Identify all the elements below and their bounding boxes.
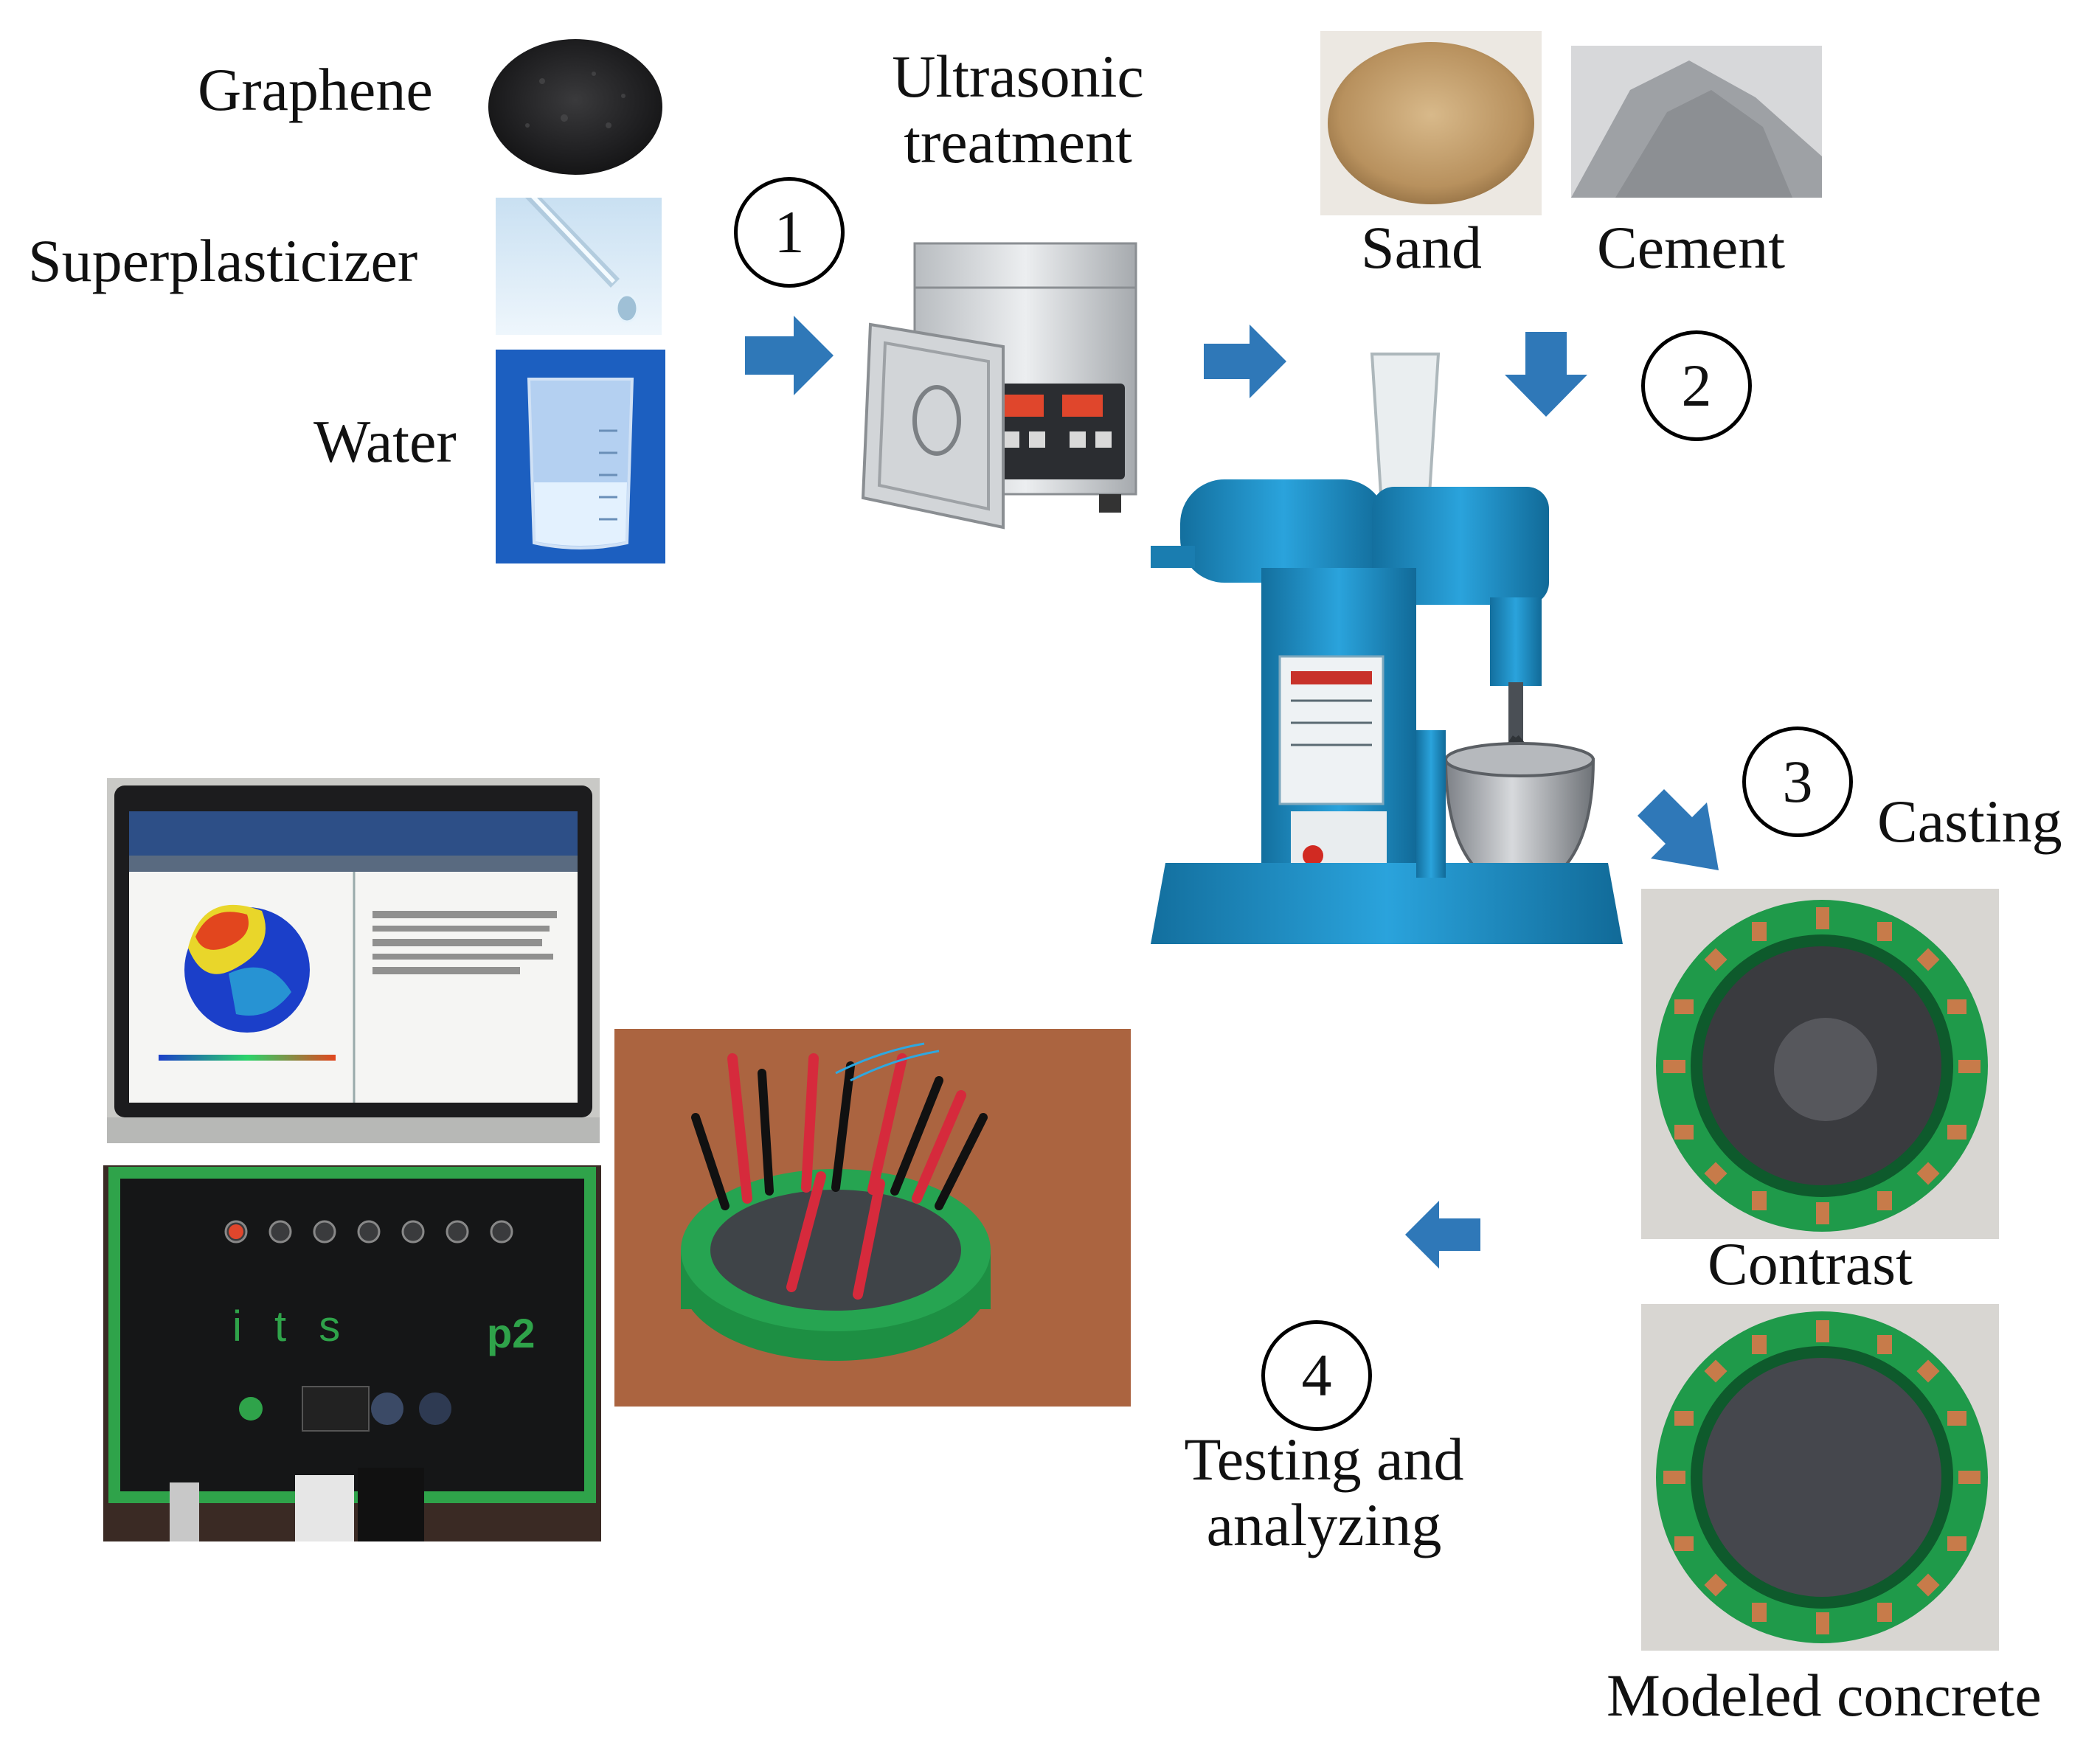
step-1-marker: 1 bbox=[734, 177, 845, 288]
step-4-label: Testing and analyzing bbox=[1147, 1426, 1501, 1558]
arrow-to-casting-icon bbox=[1638, 789, 1719, 870]
superplasticizer-photo bbox=[496, 198, 662, 335]
mortar-mixer-photo bbox=[1151, 347, 1623, 944]
graphene-label: Graphene bbox=[198, 56, 433, 123]
arrow-to-mixer-icon bbox=[1204, 325, 1286, 398]
step-4-number: 4 bbox=[1301, 1342, 1332, 1409]
laptop-tomography-photo bbox=[107, 778, 600, 1143]
superplasticizer-label: Superplasticizer bbox=[28, 227, 418, 294]
step-1-label-line2: treatment bbox=[904, 108, 1132, 176]
contrast-sample-photo bbox=[1641, 889, 1999, 1239]
p2-device-label: p2 bbox=[487, 1310, 536, 1356]
sand-photo bbox=[1320, 31, 1542, 215]
cement-photo bbox=[1571, 46, 1822, 198]
step-3-number: 3 bbox=[1782, 748, 1813, 815]
its-device-label: i t s bbox=[232, 1303, 351, 1350]
step-4-label-line1: Testing and bbox=[1184, 1426, 1464, 1493]
contrast-label: Contrast bbox=[1708, 1230, 1913, 1297]
cement-label: Cement bbox=[1597, 214, 1786, 281]
modeled-concrete-photo bbox=[1641, 1304, 1999, 1651]
its-device-photo: i t s p2 bbox=[103, 1165, 601, 1541]
step-2-marker: 2 bbox=[1641, 330, 1752, 441]
sand-label: Sand bbox=[1361, 214, 1482, 281]
modeled-concrete-label: Modeled concrete bbox=[1607, 1662, 2042, 1729]
ultrasonic-cleaner-photo bbox=[856, 236, 1165, 546]
step-3-label: Casting bbox=[1877, 788, 2062, 855]
water-photo bbox=[496, 350, 665, 563]
step-4-label-line2: analyzing bbox=[1206, 1491, 1442, 1558]
step-4-marker: 4 bbox=[1261, 1320, 1372, 1431]
step-1-number: 1 bbox=[774, 198, 805, 266]
step-3-marker: 3 bbox=[1742, 726, 1853, 837]
step-1-label: Ultrasonic treatment bbox=[863, 44, 1173, 175]
arrow-to-ultrasonic-icon bbox=[745, 316, 834, 395]
arrow-down-to-mixer-icon bbox=[1505, 332, 1587, 417]
step-1-label-line1: Ultrasonic bbox=[892, 43, 1144, 110]
step-2-number: 2 bbox=[1681, 352, 1712, 419]
water-label: Water bbox=[313, 408, 457, 475]
sensor-ring-photo bbox=[614, 1029, 1131, 1407]
arrow-to-testing-icon bbox=[1405, 1201, 1480, 1269]
graphene-photo bbox=[483, 30, 668, 177]
